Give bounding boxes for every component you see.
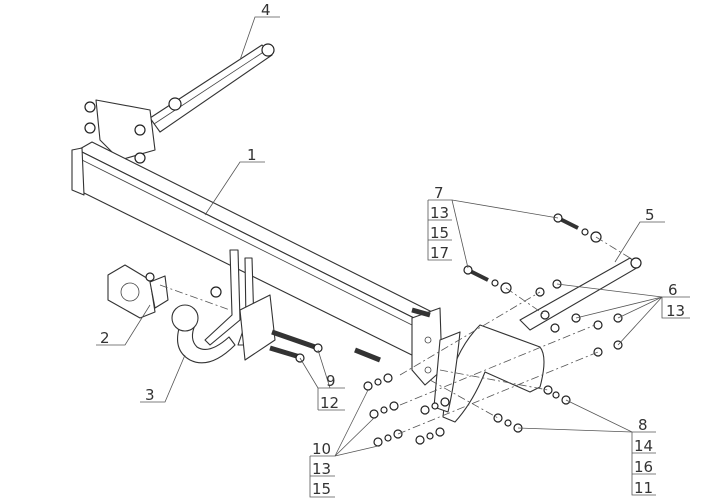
- side-bracket-5: [433, 257, 642, 423]
- callout-7-17: 17: [430, 244, 449, 262]
- callout-7: 7: [434, 184, 444, 202]
- socket-bracket-2: [107, 264, 169, 319]
- callout-2: 2: [100, 329, 110, 347]
- callout-8: 8: [638, 416, 648, 434]
- callout-3: 3: [145, 386, 155, 404]
- leader-lines: [96, 16, 690, 498]
- tow-ball-3: [171, 249, 276, 364]
- callout-7-13: 13: [430, 204, 449, 222]
- nuts-8: [493, 385, 571, 433]
- callout-10-13: 13: [312, 460, 331, 478]
- nuts-10: [363, 373, 450, 447]
- support-arm-4: [84, 43, 275, 164]
- callout-7-15: 15: [430, 224, 449, 242]
- callout-6: 6: [668, 281, 678, 299]
- callout-9-12: 12: [320, 394, 339, 412]
- bolts-9-12: [269, 307, 431, 363]
- callout-10: 10: [312, 440, 331, 458]
- bolt-7b: [463, 265, 512, 294]
- assembly-axes: [159, 236, 631, 435]
- callout-8-14: 14: [634, 437, 653, 455]
- callout-9: 9: [326, 372, 336, 390]
- callout-6-13: 13: [666, 302, 685, 320]
- fasteners: [363, 213, 623, 447]
- callout-8-11: 11: [634, 479, 653, 497]
- callout-5: 5: [645, 206, 655, 224]
- bolt-7a: [553, 213, 602, 243]
- callout-8-16: 16: [634, 458, 653, 476]
- callout-10-15: 15: [312, 480, 331, 498]
- cross-beam-1: [71, 141, 443, 386]
- callout-1: 1: [247, 146, 257, 164]
- callout-4: 4: [261, 1, 271, 19]
